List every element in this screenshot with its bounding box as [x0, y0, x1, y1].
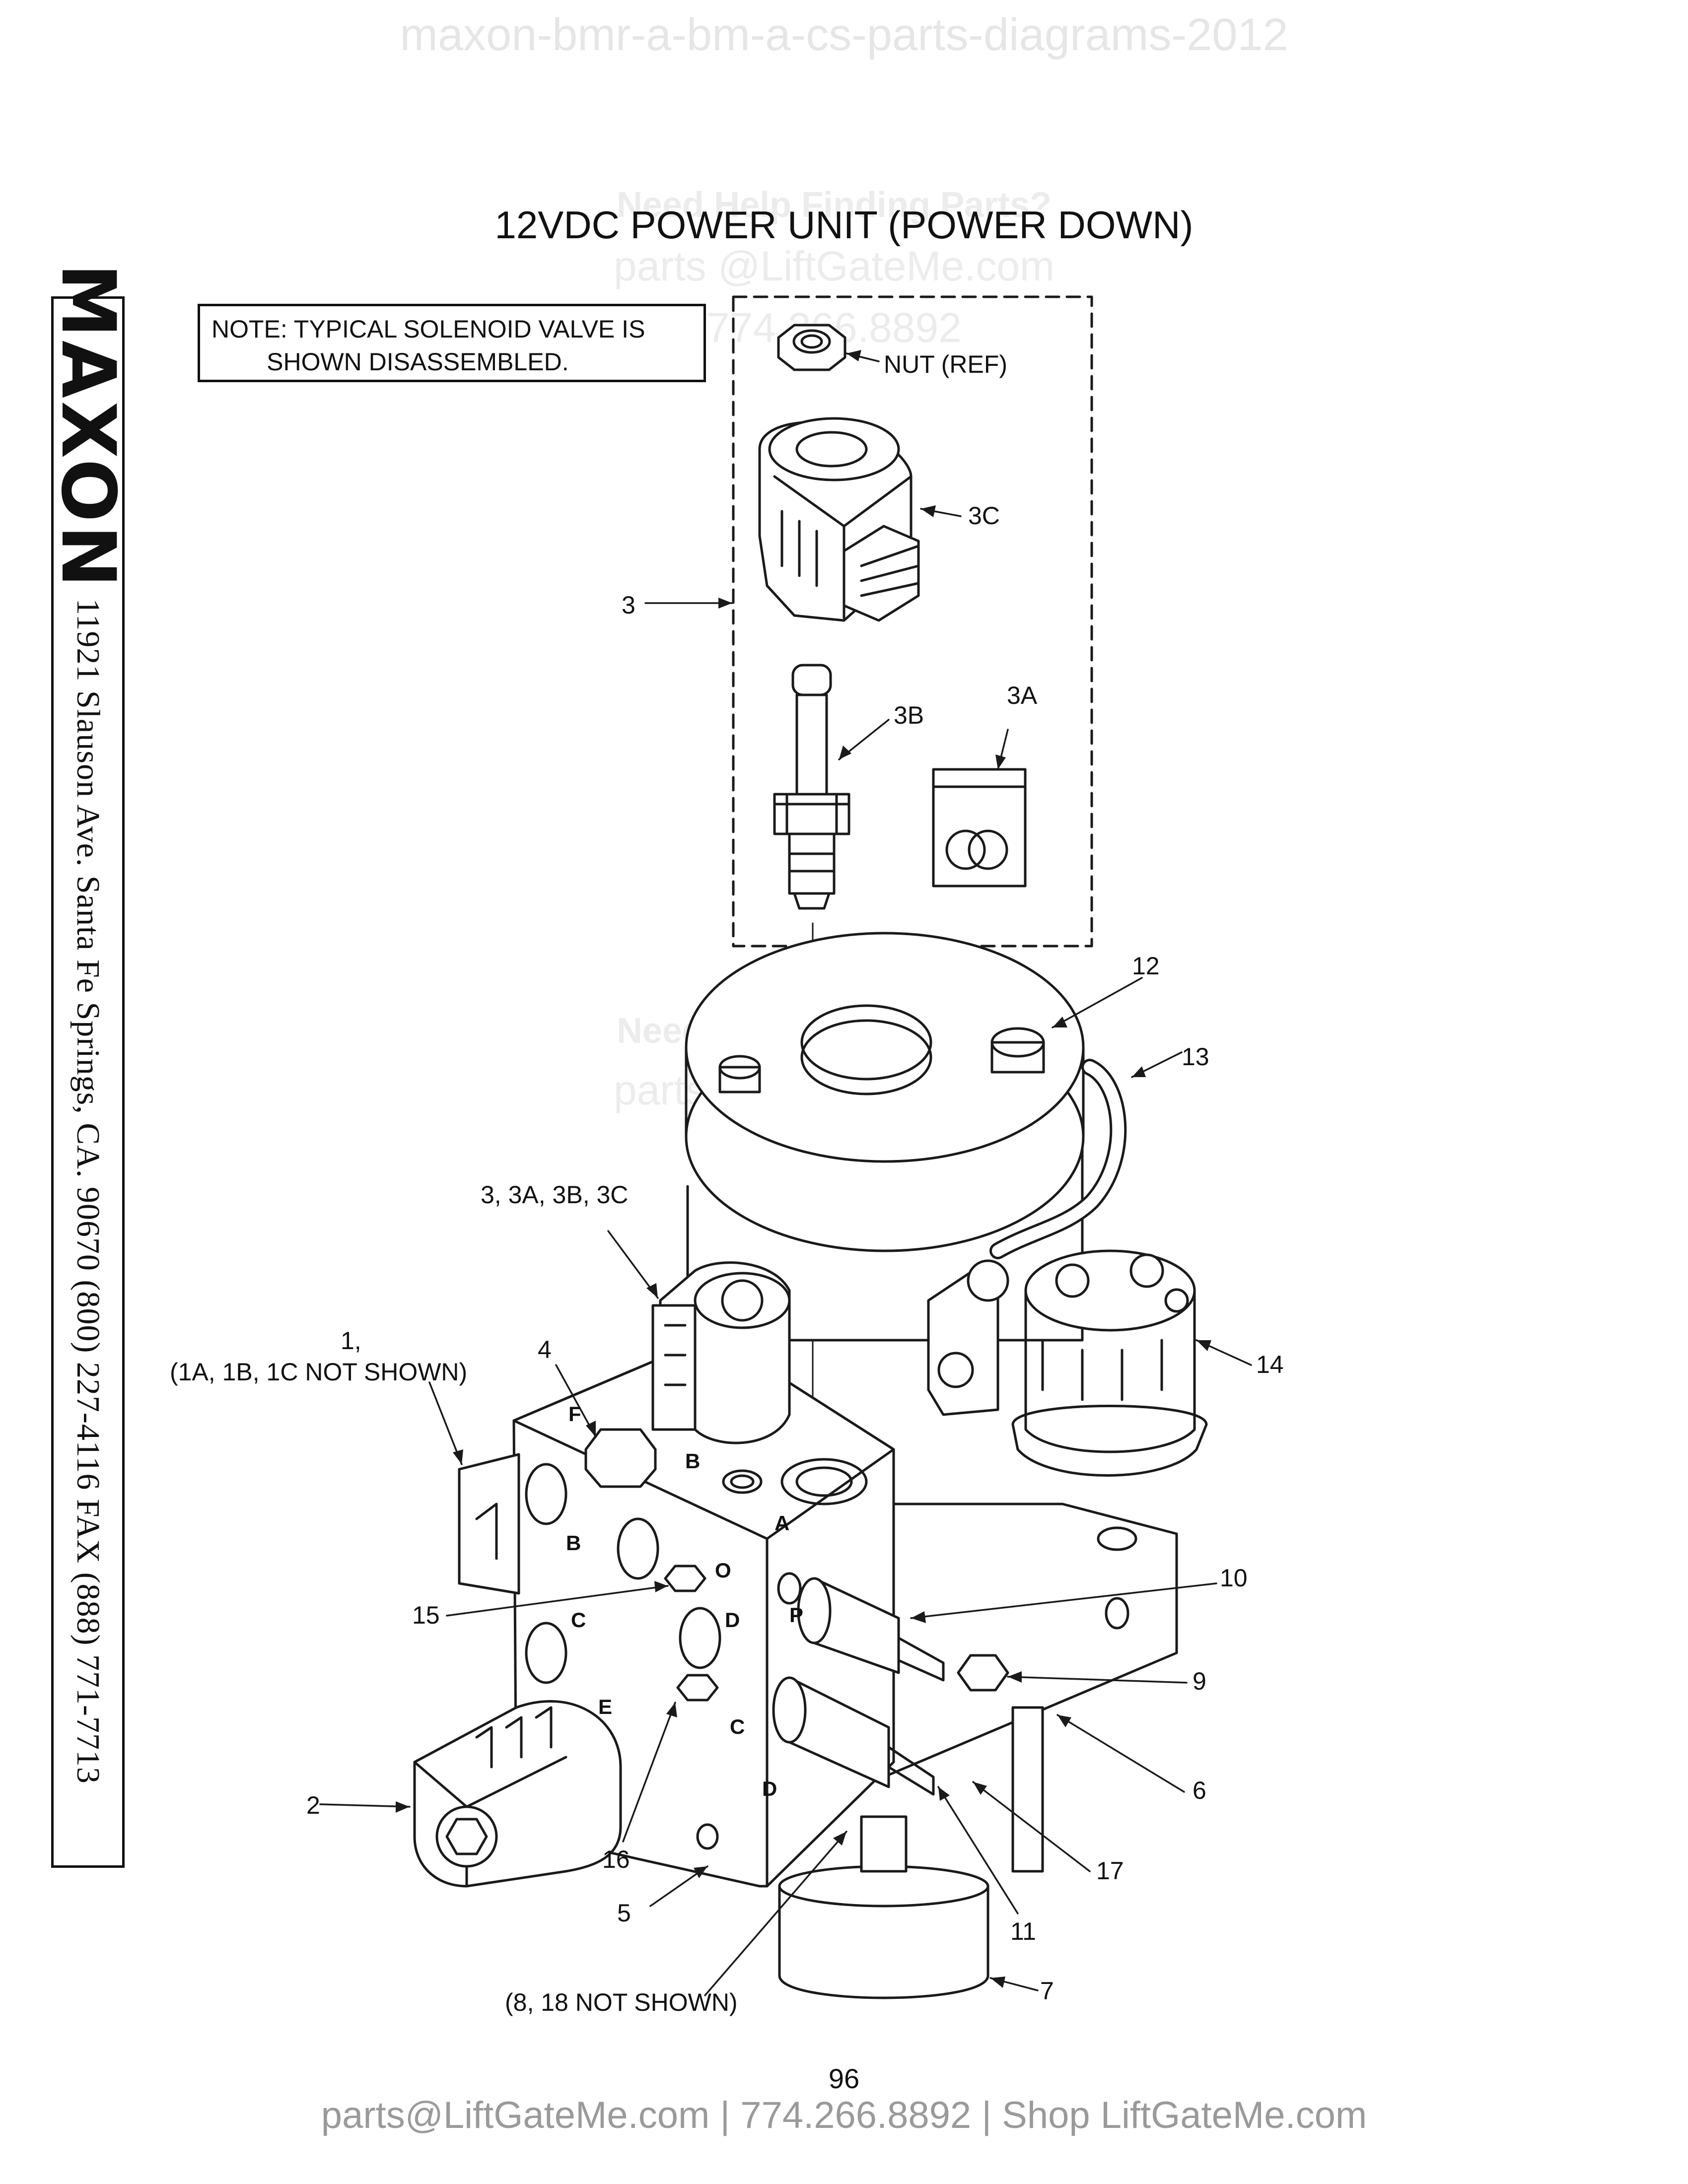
callout-3a: 3A [1007, 682, 1038, 709]
callout-11: 11 [1010, 1917, 1036, 1945]
assembled-solenoid-valve [651, 1261, 791, 1444]
seal-kit-3a-part [932, 768, 1027, 887]
callout-1-subparts: (1A, 1B, 1C NOT SHOWN) [170, 1358, 468, 1386]
callout-9: 9 [1193, 1667, 1206, 1695]
port-letter-p: P [789, 1603, 804, 1627]
company-sidebar [51, 296, 125, 1868]
port-letter-f: F [568, 1402, 581, 1426]
leader-arrowheads [396, 350, 1211, 1988]
contact-footer[interactable]: parts@LiftGateMe.com | 774.266.8892 | Sh… [321, 2094, 1367, 2136]
help-watermark: Need Help Finding Parts? [616, 185, 1052, 225]
callout-3c: 3C [968, 502, 1000, 530]
cartridge-3b-part [773, 664, 850, 910]
callout-3-group: 3, 3A, 3B, 3C [481, 1181, 629, 1209]
coil-3c-part [758, 417, 920, 622]
solenoid-group-box [732, 295, 1093, 948]
fitting-15-part [664, 1565, 706, 1592]
solenoid-valve-2-part [413, 1700, 622, 1888]
port-letter-e: E [598, 1695, 613, 1718]
motor-bracket-part [927, 1259, 1009, 1416]
nut-ref-part [777, 324, 846, 371]
callout-2: 2 [306, 1791, 320, 1819]
tube-6-part [1011, 1706, 1044, 1873]
port-letter-d-lower: D [762, 1777, 777, 1800]
callout-5: 5 [617, 1899, 631, 1927]
callout-16: 16 [602, 1845, 630, 1873]
relief-valve-10-part [797, 1577, 945, 1682]
base-plate-part [882, 1502, 1178, 1778]
filter-7-part [778, 1815, 989, 1999]
callout-14: 14 [1256, 1351, 1284, 1378]
starter-solenoid-14-part [1011, 1249, 1208, 1477]
check-valve-1-part [458, 1453, 520, 1595]
file-name-watermark: maxon-bmr-a-bm-a-cs-parts-diagrams-2012 [400, 9, 1288, 60]
note-box [198, 304, 706, 382]
page-number: 96 [828, 2063, 860, 2094]
callout-3: 3 [622, 591, 635, 619]
callout-13: 13 [1182, 1043, 1209, 1071]
callout-17: 17 [1096, 1857, 1124, 1885]
callout-12: 12 [1132, 952, 1160, 980]
callout-1: 1, [341, 1327, 361, 1355]
callout-10: 10 [1220, 1564, 1248, 1592]
email-watermark: parts @LiftGateMe.com [613, 243, 1055, 289]
port-letter-d: D [725, 1608, 740, 1632]
fitting-16-part [676, 1674, 719, 1702]
callout-4: 4 [538, 1336, 552, 1364]
motor-body-part [685, 932, 1085, 1342]
callout-8-18: (8, 18 NOT SHOWN) [505, 1988, 738, 2016]
fitting-9-part [957, 1654, 1009, 1692]
callout-7: 7 [1040, 1977, 1054, 2005]
page-title: 12VDC POWER UNIT (POWER DOWN) [494, 203, 1194, 247]
port-letter-o: O [715, 1559, 731, 1582]
callout-15: 15 [412, 1601, 440, 1629]
port-letter-a: A [774, 1511, 790, 1535]
callout-3b: 3B [894, 701, 924, 729]
note-text: NOTE: TYPICAL SOLENOID VALVE IS SHOWN DI… [211, 315, 645, 376]
port-letter-b: B [685, 1449, 701, 1473]
port-letter-c: C [571, 1608, 586, 1632]
port-letter-b-side: B [566, 1531, 581, 1555]
port-letter-c-lower: C [730, 1715, 745, 1738]
callout-nut-ref: NUT (REF) [884, 350, 1008, 378]
valve-11-part [772, 1676, 935, 1796]
callout-6: 6 [1193, 1776, 1206, 1804]
